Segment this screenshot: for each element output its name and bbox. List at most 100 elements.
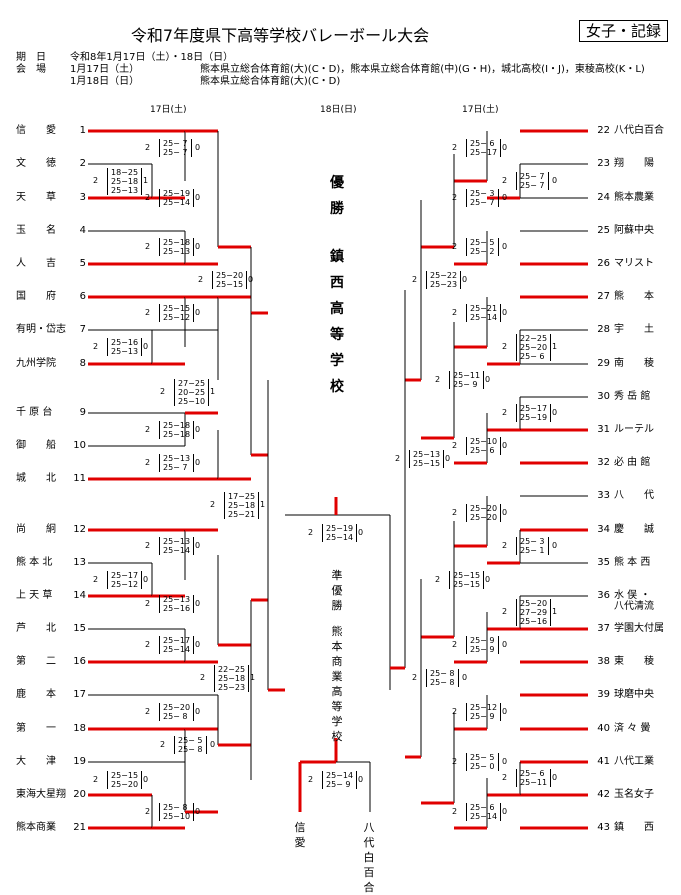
team-num-24: 24 — [597, 192, 610, 203]
score-left-17-sets: 25−20 25− 8 — [159, 703, 195, 721]
venue-label: 会 場 — [16, 64, 46, 75]
team-name-left-13: 熊 本 北 — [16, 557, 53, 568]
score-right-16-left: 2 — [452, 640, 458, 649]
score-left-12-sets: 25−13 25−14 — [159, 537, 195, 555]
team-name-left-6: 国 府 — [16, 291, 56, 302]
team-name-right-35: 熊 本 西 — [614, 557, 651, 568]
score-right-14-left: 2 — [435, 575, 441, 584]
team-num-9: 9 — [79, 407, 86, 418]
center-day-header: 18日(日) — [320, 105, 357, 115]
score-right-11-left: 2 — [395, 454, 401, 463]
score-left-12-right: 0 — [195, 541, 201, 550]
day1-label: 1月17日（土） — [70, 64, 140, 75]
score-right-16-sets: 25− 9 25− 9 — [466, 636, 499, 654]
score-right-6-sets: 25−21 25−14 — [466, 304, 502, 322]
team-name-left-20: 東海大星翔 — [16, 789, 66, 800]
team-num-11: 11 — [73, 473, 86, 484]
score-right-21-sets: 25− 6 25−14 — [466, 803, 502, 821]
team-num-13: 13 — [73, 557, 86, 568]
score-right-2-right: 0 — [552, 176, 558, 185]
score-left-10-left: 2 — [145, 458, 151, 467]
team-name-left-4: 玉 名 — [16, 225, 56, 236]
score-left-7-left: 2 — [93, 342, 99, 351]
team-num-8: 8 — [79, 358, 86, 369]
score-third-right: 0 — [358, 775, 364, 784]
team-name-right-36: 水 俣 ・ — [614, 590, 651, 601]
score-right-7-right: 1 — [552, 342, 558, 351]
score-right-10-right: 0 — [502, 441, 508, 450]
score-right-9-sets: 25−17 25−19 — [516, 404, 552, 422]
team-name-left-7: 有明・岱志 — [16, 324, 66, 335]
team-num-29: 29 — [597, 358, 610, 369]
team-num-6: 6 — [79, 291, 86, 302]
score-right-1-left: 2 — [452, 143, 458, 152]
score-right-13-left: 2 — [502, 541, 508, 550]
team-name-right-22: 八代白百合 — [614, 125, 664, 136]
score-left-10-sets: 25−13 25− 7 — [159, 454, 195, 472]
score-left-1-left: 2 — [145, 143, 151, 152]
score-left-1-sets: 25− 7 25− 7 — [159, 139, 192, 157]
score-right-21-right: 0 — [502, 807, 508, 816]
score-left-16-sets: 22−25 25−18 25−23 — [214, 664, 250, 692]
score-right-17-sets: 25− 8 25− 8 — [426, 669, 459, 687]
team-num-43: 43 — [597, 822, 610, 833]
team-num-15: 15 — [73, 623, 86, 634]
team-num-4: 4 — [79, 225, 86, 236]
team-name-right-31: ルーテル — [614, 424, 654, 435]
score-right-12-right: 0 — [502, 508, 508, 517]
date-value: 令和8年1月17日（土）・18日（日） — [70, 52, 234, 63]
score-right-8-sets: 25−11 25− 9 — [449, 371, 485, 389]
score-right-18-left: 2 — [452, 707, 458, 716]
score-right-3-sets: 25− 3 25− 7 — [466, 189, 499, 207]
day2-label: 1月18日（日） — [70, 76, 140, 87]
team-name-right-39: 球磨中央 — [614, 689, 654, 700]
team-num-17: 17 — [73, 689, 86, 700]
team-num-22: 22 — [597, 125, 610, 136]
team-num-33: 33 — [597, 490, 610, 501]
score-left-14-left: 2 — [145, 599, 151, 608]
score-left-7-right: 0 — [143, 342, 149, 351]
score-right-3-right: 0 — [502, 193, 508, 202]
team-name-left-21: 熊本商業 — [16, 822, 56, 833]
champion-label: 優勝 — [330, 175, 344, 217]
team-name-left-9: 千 原 台 — [16, 407, 53, 418]
score-right-18-sets: 25−12 25− 9 — [466, 703, 502, 721]
team-name-left-3: 天 草 — [16, 192, 56, 203]
score-left-11-left: 2 — [210, 500, 216, 509]
score-right-10-left: 2 — [452, 441, 458, 450]
score-right-3-left: 2 — [452, 193, 458, 202]
team-num-26: 26 — [597, 258, 610, 269]
team-num-27: 27 — [597, 291, 610, 302]
team-num-38: 38 — [597, 656, 610, 667]
right-day-header: 17日(土) — [462, 105, 499, 115]
team-name-right-36b: 八代清流 — [614, 601, 654, 612]
score-right-10-sets: 25−10 25− 6 — [466, 437, 502, 455]
score-left-14-right: 0 — [195, 599, 201, 608]
score-right-13-sets: 25− 3 25− 1 — [516, 537, 549, 555]
score-right-20-right: 0 — [552, 773, 558, 782]
score-left-20-left: 2 — [145, 807, 151, 816]
score-left-17-left: 2 — [145, 707, 151, 716]
score-left-15-right: 0 — [195, 640, 201, 649]
score-left-19-sets: 25−15 25−20 — [107, 771, 143, 789]
score-left-8-sets: 27−25 20−25 25−10 — [174, 378, 210, 406]
score-left-15-left: 2 — [145, 640, 151, 649]
score-right-20-sets: 25− 6 25−11 — [516, 769, 552, 787]
score-right-15-left: 2 — [502, 607, 508, 616]
team-num-12: 12 — [73, 524, 86, 535]
page-title: 令和7年度県下高等学校バレーボール大会 — [130, 26, 430, 45]
score-left-17-right: 0 — [195, 707, 201, 716]
team-name-right-41: 八代工業 — [614, 756, 654, 767]
score-left-6-left: 2 — [145, 308, 151, 317]
team-num-34: 34 — [597, 524, 610, 535]
team-num-23: 23 — [597, 158, 610, 169]
score-left-12-left: 2 — [145, 541, 151, 550]
team-name-right-42: 玉名女子 — [614, 789, 654, 800]
score-left-18-left: 2 — [160, 740, 166, 749]
champion-name: 鎮西高等学校 — [330, 249, 344, 395]
team-name-left-17: 鹿 本 — [16, 689, 56, 700]
team-num-10: 10 — [73, 440, 86, 451]
team-name-right-27: 熊 本 — [614, 291, 654, 302]
score-right-1-sets: 25− 6 25−17 — [466, 139, 502, 157]
